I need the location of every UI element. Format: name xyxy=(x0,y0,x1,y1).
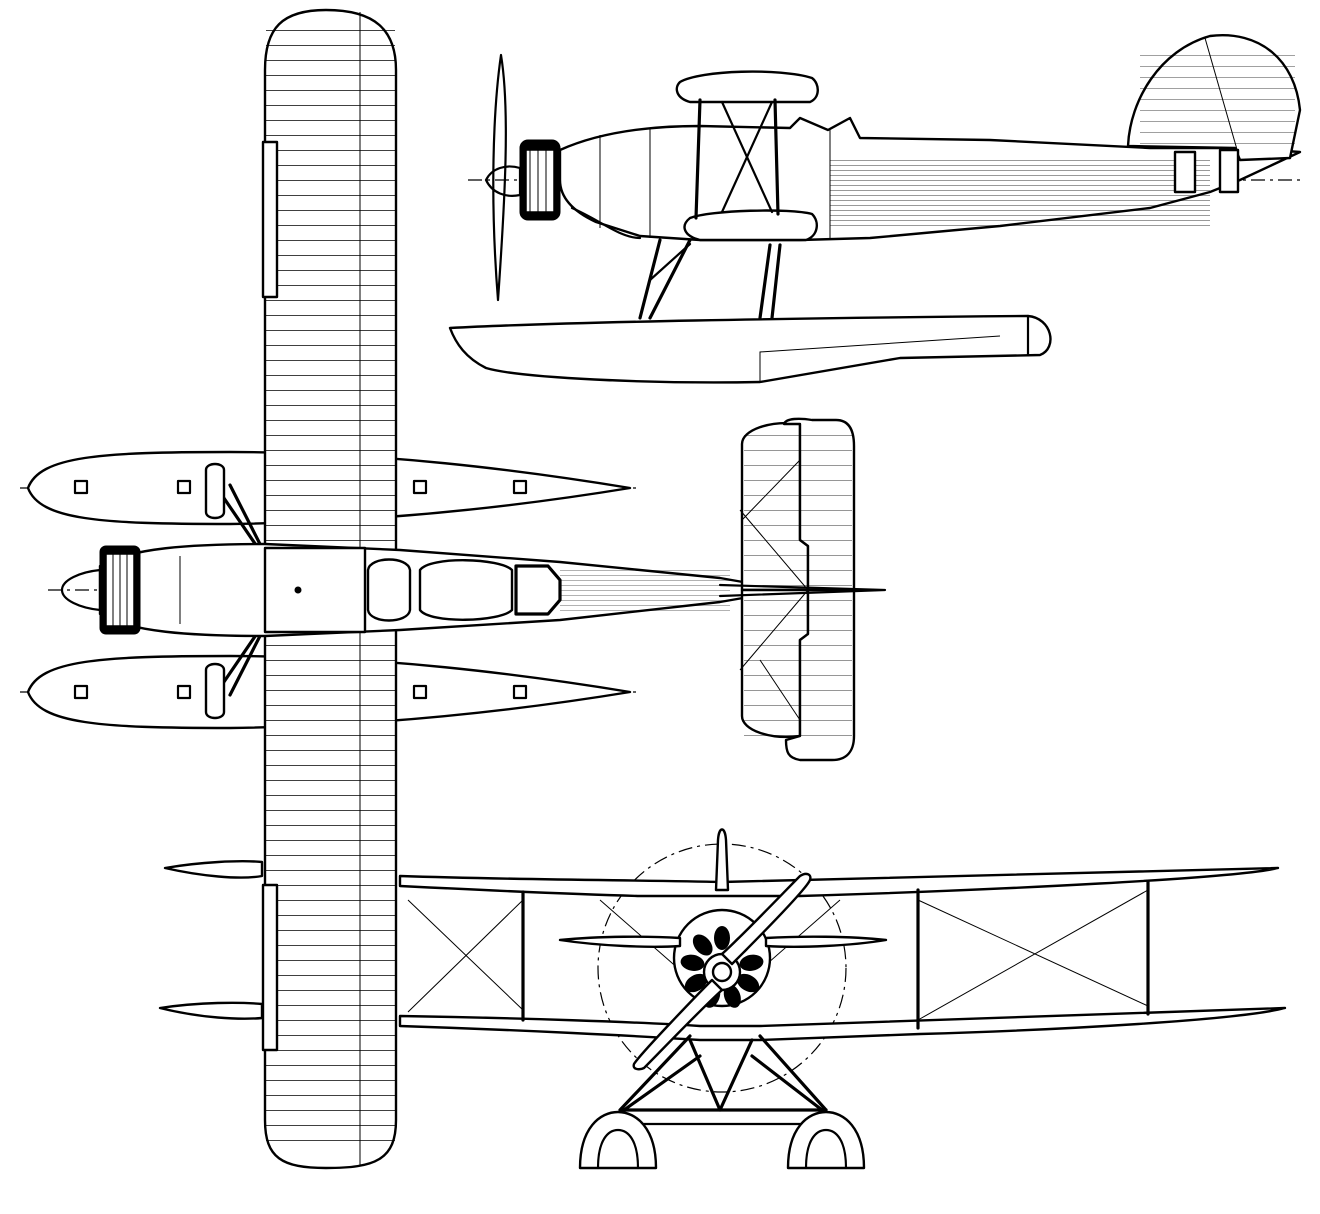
engine-cylinder xyxy=(723,984,741,1008)
side-upper-wing xyxy=(675,70,819,104)
front-fin xyxy=(714,828,730,892)
engine-cylinder xyxy=(680,954,705,971)
side-fuselage-skin xyxy=(830,160,1210,230)
front-propeller-disc xyxy=(597,843,847,1093)
engine-cylinder xyxy=(714,926,730,950)
side-strut-rear xyxy=(773,98,780,216)
front-propeller-blade-lower xyxy=(632,978,724,1071)
engine-cylinder xyxy=(736,973,760,993)
top-cockpit-rear xyxy=(418,559,514,621)
engine-cylinder xyxy=(739,954,764,971)
top-cockpit-front xyxy=(366,558,412,622)
side-rudder-ribs xyxy=(1140,50,1295,150)
top-engine xyxy=(60,545,141,635)
side-float xyxy=(448,314,1052,384)
side-spinner xyxy=(484,165,522,197)
top-view xyxy=(20,8,887,1170)
front-tailplane-right xyxy=(764,935,888,948)
side-engine xyxy=(519,139,561,221)
side-strut-front xyxy=(694,98,702,220)
side-lower-wing xyxy=(683,209,818,242)
side-float-struts xyxy=(638,238,782,320)
front-float-right xyxy=(786,1110,866,1170)
engine-cylinder xyxy=(692,934,713,956)
front-upper-wing-left-tip xyxy=(163,860,264,879)
side-propeller xyxy=(492,53,507,302)
front-upper-wing xyxy=(398,866,1280,898)
front-propeller-blade-upper xyxy=(720,872,812,966)
side-view xyxy=(448,34,1305,384)
top-center-section xyxy=(263,546,367,634)
top-aileron-upper xyxy=(261,140,279,299)
top-aileron-lower xyxy=(261,883,279,1052)
front-float-struts xyxy=(618,1034,828,1112)
side-exhaust xyxy=(570,206,642,240)
front-view xyxy=(158,828,1287,1170)
top-float-struts xyxy=(213,483,264,697)
engine-cylinder xyxy=(684,973,708,993)
front-lower-wing-left-tip xyxy=(158,1001,264,1020)
front-float-left xyxy=(578,1110,658,1170)
side-tailplane xyxy=(1173,150,1197,194)
front-lower-wing xyxy=(398,1006,1287,1042)
front-tailplane-left xyxy=(558,935,682,948)
top-rudder-tip xyxy=(718,583,887,598)
